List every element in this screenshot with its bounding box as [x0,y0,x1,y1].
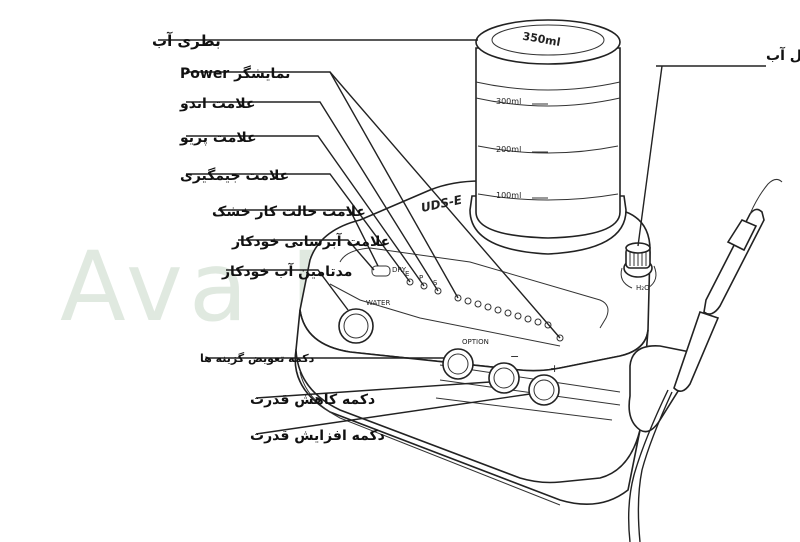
label-power-indicator: نمایشگر Power [180,65,290,82]
scaling-led [434,287,442,295]
decrease-power-button[interactable] [488,362,520,394]
callout-labels: بطری آب نمایشگر Power علامت اندو علامت پ… [152,32,800,444]
scaler-handpiece [673,178,783,392]
label-increase-button: دکمه افزایش قدرت [250,428,385,444]
dry-indicator [371,265,391,277]
label-auto-water-supply: مدتامین آب خودکار [221,262,352,280]
label-endo-indicator: علامت اندو [179,96,255,112]
label-option-button: دکمه تعویض گزینه ها [200,352,315,365]
water-control-knob[interactable] [623,242,653,278]
water-bottle: 350ml 300ml 200ml 100ml [469,19,627,255]
mark-200ml: 200ml [496,145,521,154]
label-water-bottle: بطری آب [152,32,221,50]
plus-text: + [550,362,559,375]
option-button[interactable] [442,348,474,380]
water-button[interactable]: WATER [338,299,390,344]
h2o-text: H₂O [636,284,650,292]
label-decrease-button: دکمه کاهش قدرت [250,392,375,408]
label-auto-water-indicator: علامت آبرسانی خودکار [231,232,390,250]
device-illustration: E P S DRY UDS-E WATER OPTION − + [294,178,783,542]
minus-text: − [510,350,519,363]
leader-lines [158,39,766,435]
mark-100ml: 100ml [496,191,521,200]
dry-text: DRY [392,266,407,274]
label-scaling-indicator: علامت جیمگیری [180,167,289,184]
perio-led [420,282,428,290]
power-led-strip [454,294,564,342]
letter-s: S [433,279,438,287]
letter-p: P [419,274,423,282]
increase-power-button[interactable] [528,374,560,406]
water-button-text: WATER [366,299,390,307]
mark-300ml: 300ml [496,97,521,106]
endo-led [406,278,414,286]
label-perio-indicator: علامت پریو [179,130,257,146]
option-text: OPTION [462,338,489,346]
label-dry-mode-indicator: علامت حالت کار خشک [212,204,366,220]
letter-e: E [405,270,409,278]
label-water-control-knob: دکمه کنترل آب [766,46,800,64]
